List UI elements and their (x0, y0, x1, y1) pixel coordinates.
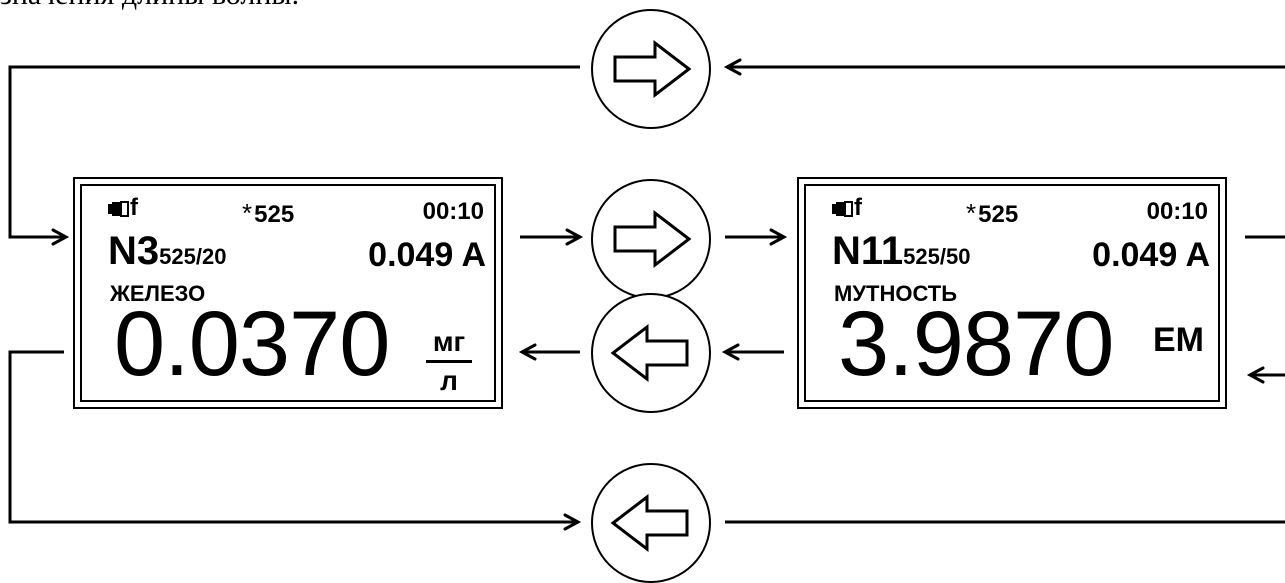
arrowhead-bottom-btn-in (563, 513, 582, 531)
arrowhead-panel2-right-in (1246, 366, 1265, 384)
unit-label: ЕМ (1153, 321, 1204, 359)
wavelength-indicator: *525 (966, 198, 1018, 229)
prev-button-middle[interactable] (591, 293, 711, 413)
arrowhead-top-right (723, 58, 742, 76)
time-readout: 00:10 (1146, 198, 1208, 225)
measurement-value: 0.0370 (114, 293, 390, 395)
caption-text: значения длины волны. (0, 0, 299, 12)
display-panel-turbidity: f *525 00:10 N11525/50 0.049 A МУТНОСТЬ … (797, 177, 1227, 409)
channel-label: N11525/50 (832, 229, 970, 274)
prev-button-bottom[interactable] (591, 463, 711, 583)
display-panel-iron: f *525 00:10 N3525/20 0.049 A ЖЕЛЕЗО 0.0… (73, 177, 503, 409)
top-loop-left-line (8, 65, 580, 239)
time-readout: 00:10 (422, 198, 484, 225)
wavelength-indicator: *525 (242, 198, 294, 229)
unit-denominator: л (440, 365, 458, 396)
battery-suffix: f (854, 194, 862, 221)
substance-name: МУТНОСТЬ (834, 281, 958, 306)
battery-icon (108, 201, 129, 217)
arrowhead-panel1-back (518, 343, 537, 361)
right-arrow-icon (613, 209, 692, 269)
channel-sub: 525/20 (159, 244, 227, 269)
channel-label: N3525/20 (108, 229, 226, 274)
absorbance-readout: 0.049 A (1092, 236, 1210, 274)
unit-numerator: мг (426, 326, 472, 363)
arrowhead-panel1-in (51, 228, 70, 246)
substance-name: ЖЕЛЕЗО (110, 281, 206, 306)
arrowhead-btn1-in (565, 228, 584, 246)
arrowhead-panel2-in (769, 228, 788, 246)
battery-suffix: f (130, 194, 138, 221)
measurement-value: 3.9870 (838, 293, 1114, 395)
channel-sub: 525/50 (903, 244, 971, 269)
wavelength-value: 525 (978, 201, 1019, 228)
channel-number: N3 (108, 229, 160, 273)
right-arrow-icon (613, 39, 692, 99)
left-arrow-icon (610, 493, 689, 553)
battery-icon (832, 201, 853, 217)
next-button-top[interactable] (591, 9, 711, 129)
star-icon: * (242, 198, 253, 228)
absorbance-readout: 0.049 A (368, 236, 486, 274)
channel-number: N11 (832, 229, 904, 273)
bottom-loop-left-line (8, 350, 578, 524)
unit-fraction: мг л (426, 326, 472, 397)
next-button-middle[interactable] (591, 179, 711, 299)
arrowhead-btn3-back (721, 343, 740, 361)
left-arrow-icon (610, 323, 689, 383)
star-icon: * (966, 198, 977, 228)
wavelength-value: 525 (254, 201, 295, 228)
